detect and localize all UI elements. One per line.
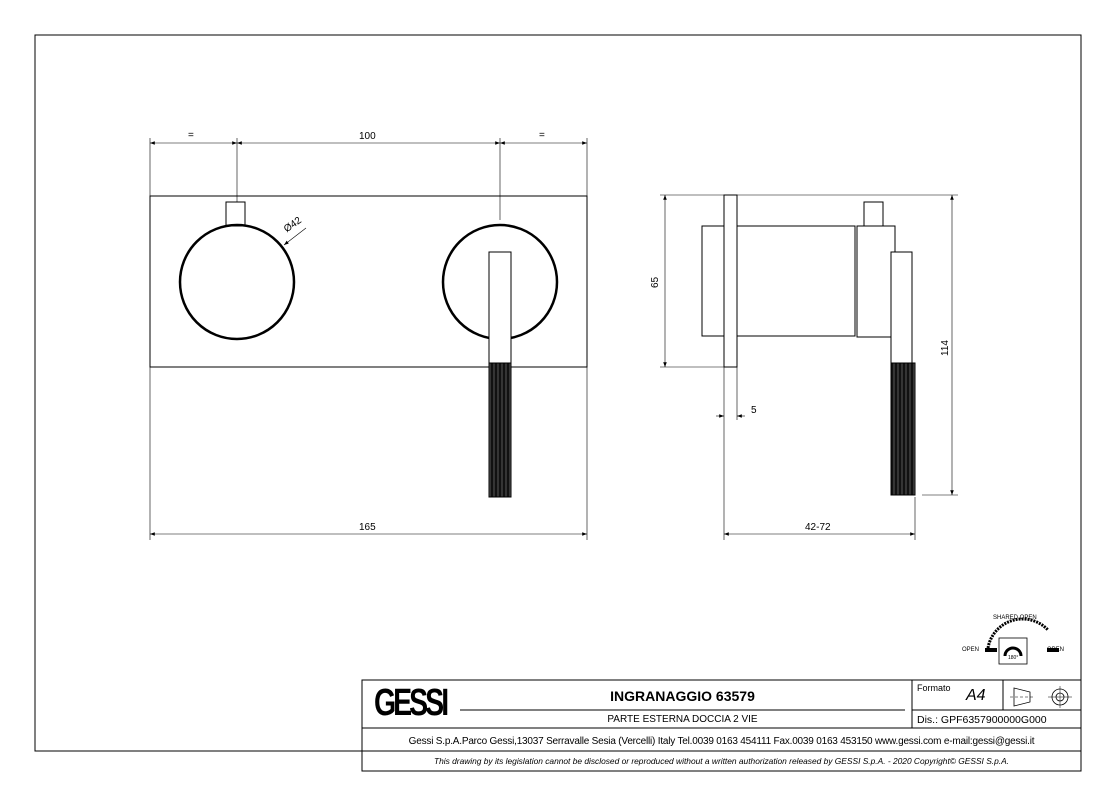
drawing-number: Dis.: GPF6357900000G000 [917,714,1047,726]
gessi-logo: GESSI [374,682,449,724]
copyright-notice: This drawing by its legislation cannot b… [433,756,1010,766]
side-stub [863,201,884,227]
company-address: Gessi S.p.A.Parco Gessi,13037 Serravalle… [408,736,1035,747]
format-value: A4 [966,687,986,704]
label-shared-open: SHARED OPEN [993,615,1037,621]
front-view [149,138,588,540]
dim-right-equal: = [539,130,545,141]
body [701,225,725,337]
label-open-left: OPEN [962,647,980,653]
side-lever-grip [890,362,916,496]
cover-plate [149,195,588,368]
diverter-stub [225,201,246,227]
dim-left-equal: = [188,130,194,141]
title-block-grid [35,679,1082,772]
label-open-right: OPEN [1047,647,1065,653]
side-view [660,194,958,540]
lever-handle [488,251,512,364]
dim-plate-width: 165 [359,522,376,533]
dim-total-height: 114 [940,340,951,356]
format-label: Formato [917,683,951,693]
dim-plate-height: 65 [650,276,661,288]
drawing-frame [34,34,1082,752]
dim-plate-thickness: 5 [751,405,757,416]
rosette-ring [856,225,896,338]
dim-center-distance: 100 [359,131,376,142]
side-lever [890,251,913,364]
drawing-subtitle: PARTE ESTERNA DOCCIA 2 VIE [607,714,758,725]
label-angle: 180° [1008,655,1019,661]
rotation-symbol [985,617,1059,665]
dim-depth-range: 42-72 [805,522,831,533]
diverter-knob [178,223,296,341]
drawing-title: INGRANAGGIO 63579 [610,688,755,704]
lever-knurled-grip [488,362,512,498]
wall-plate [723,194,738,368]
